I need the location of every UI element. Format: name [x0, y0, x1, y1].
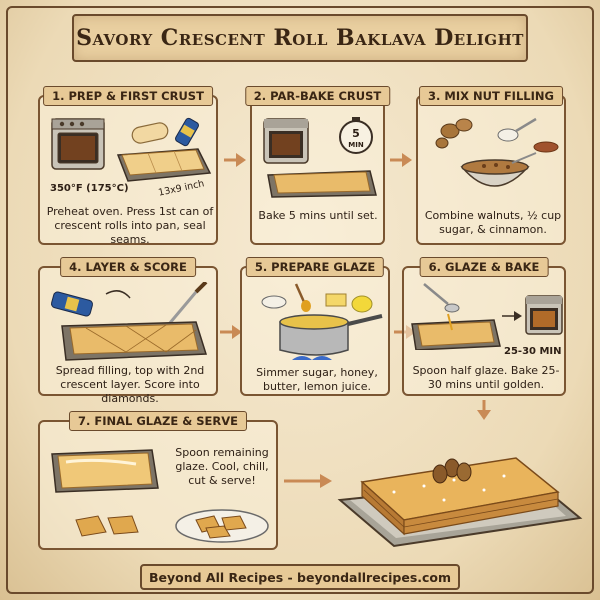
step-6-panel: 6. GLAZE & BAKE 25-30 MIN Spoon half gla…: [402, 257, 566, 396]
step-7-label: 7. FINAL GLAZE & SERVE: [68, 411, 248, 431]
crescent-dough-pan-icon: [116, 148, 212, 182]
walnut-icon: [435, 118, 473, 149]
step-4-description: Spread filling, top with 2nd crescent la…: [55, 364, 205, 405]
arrow-step6-to-final: [477, 400, 491, 420]
step-4-label: 4. LAYER & SCORE: [60, 257, 196, 277]
crescent-can-icon: [51, 291, 93, 317]
sugar-spoon-icon: [497, 117, 537, 142]
butter-icon: [325, 293, 347, 307]
step-2-panel: 2. PAR-BAKE CRUST 5 MIN Bake 5 mins unti…: [244, 86, 391, 245]
flame-icon: [292, 356, 332, 360]
scored-pastry-pan-icon: [61, 321, 208, 361]
crescent-can-icon: [175, 117, 199, 147]
step-3-label: 3. MIX NUT FILLING: [419, 86, 563, 106]
walnut-garnish-icon: [432, 458, 472, 484]
finished-baklava-illustration: [337, 457, 583, 548]
page-border: [6, 6, 594, 594]
step-4-illustration: [51, 282, 208, 361]
arrow-step2-to-step3: [390, 153, 412, 167]
step-2-illustration: 5 MIN: [263, 117, 377, 198]
step-7-illustration: [51, 449, 269, 543]
arrow-step4-to-step5: [220, 325, 242, 339]
glazed-pan-icon: [51, 449, 159, 493]
step-3-description: Combine walnuts, ½ cup sugar, & cinnamon…: [424, 209, 562, 236]
saucepan-icon: [279, 314, 383, 360]
footer-credit: Beyond All Recipes - beyondallrecipes.co…: [148, 569, 452, 585]
step-1-oven-temp: 350°F (175°C): [50, 183, 129, 194]
step-5-label: 5. PREPARE GLAZE: [245, 257, 385, 277]
mixing-bowl-icon: [460, 152, 537, 187]
serving-plate-icon: [175, 509, 269, 543]
cinnamon-pile-icon: [533, 141, 559, 153]
step-5-description: Simmer sugar, honey, butter, lemon juice…: [256, 366, 378, 393]
step-1-label: 1. PREP & FIRST CRUST: [43, 86, 213, 106]
step-3-panel: 3. MIX NUT FILLING Combine walnuts, ½ cu: [416, 86, 566, 245]
timer-icon: 5 MIN: [339, 117, 373, 154]
step-5-panel: 5. PREPARE GLAZE Simmer sugar, hone: [240, 257, 390, 396]
step-6-illustration: [411, 283, 563, 350]
step-2-description: Bake 5 mins until set.: [258, 209, 378, 222]
oven-icon: [525, 295, 563, 335]
honey-dipper-icon: [294, 283, 311, 312]
oven-icon: [263, 118, 309, 164]
page-title: Savory Crescent Roll Baklava Delight: [76, 25, 524, 51]
step-1-description: Preheat oven. Press 1st can of crescent …: [46, 205, 214, 246]
step-6-bake-time: 25-30 MIN: [504, 346, 562, 357]
pour-arrow: [105, 290, 131, 299]
baklava-slab-icon: [360, 457, 560, 536]
dough-roll-icon: [131, 122, 169, 144]
timer-unit: MIN: [348, 141, 364, 149]
step-7-panel: 7. FINAL GLAZE & SERVE Spoon remaining g…: [38, 411, 278, 550]
pastry-pieces-icon: [75, 515, 139, 537]
step-5-illustration: [261, 283, 383, 360]
step-4-panel: 4. LAYER & SCORE Spread filling, top wit…: [38, 257, 218, 405]
sugar-bowl-icon: [261, 295, 287, 309]
glazed-pastry-pan-icon: [411, 313, 501, 350]
title-banner: Savory Crescent Roll Baklava Delight: [72, 14, 528, 62]
baked-crust-pan-icon: [267, 170, 377, 198]
step-2-label: 2. PAR-BAKE CRUST: [244, 86, 391, 106]
timer-number: 5: [352, 127, 360, 140]
step-3-illustration: [435, 117, 559, 187]
step-6-description: Spoon half glaze. Bake 25-30 mins until …: [412, 364, 560, 391]
step-1-illustration: [51, 117, 212, 182]
step-6-label: 6. GLAZE & BAKE: [419, 257, 549, 277]
spoon-icon: [423, 283, 460, 313]
oven-icon: [51, 118, 105, 170]
footer-banner: Beyond All Recipes - beyondallrecipes.co…: [140, 564, 460, 590]
arrow-step7-to-final: [284, 474, 332, 488]
arrow-step1-to-step2: [224, 153, 246, 167]
lemon-icon: [351, 295, 373, 313]
step-1-panel: 1. PREP & FIRST CRUST: [38, 86, 218, 246]
step-7-description: Spoon remaining glaze. Cool, chill, cut …: [175, 446, 269, 487]
